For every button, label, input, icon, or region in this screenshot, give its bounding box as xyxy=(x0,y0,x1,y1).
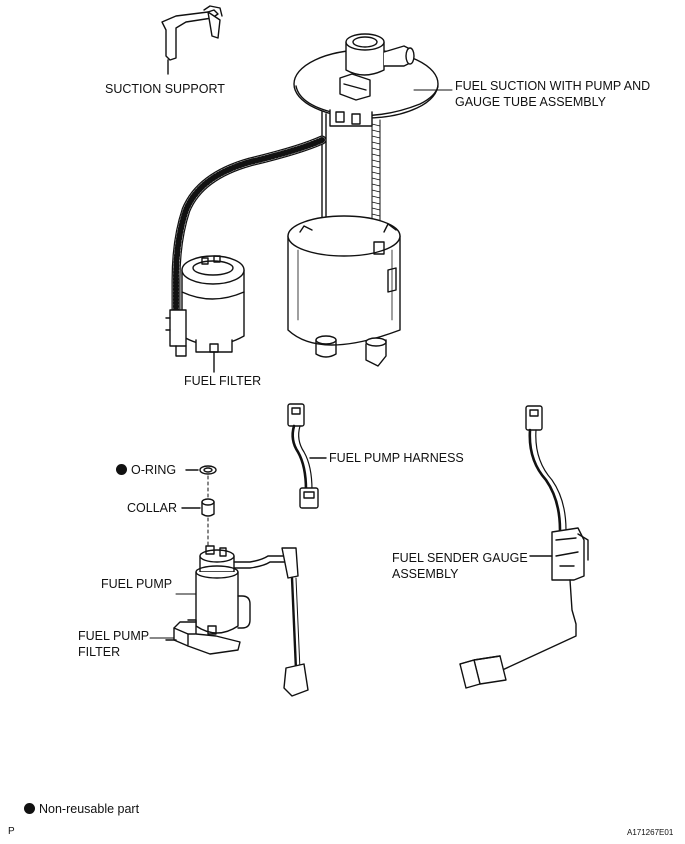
label-fuel-sender-line1: FUEL SENDER GAUGE xyxy=(392,551,528,565)
label-fuel-pump-filter-line1: FUEL PUMP xyxy=(78,629,150,643)
label-fuel-pump-filter-line2: FILTER xyxy=(78,645,121,659)
fuel-suction-assembly-part xyxy=(287,33,439,367)
label-fuel-suction-line1: FUEL SUCTION WITH PUMP AND xyxy=(455,79,651,93)
label-o-ring-text: O-RING xyxy=(131,463,177,477)
leader-lines xyxy=(149,89,453,639)
fuel-hose-part xyxy=(171,135,327,315)
figure-code: A171267E01 xyxy=(627,828,674,837)
collar-part xyxy=(181,498,215,517)
label-fuel-pump: FUEL PUMP xyxy=(101,577,173,591)
legend-filled-circle-icon xyxy=(24,803,35,814)
page-mark: P xyxy=(8,826,15,837)
fuel-sender-gauge-part xyxy=(459,405,589,689)
suction-support-part xyxy=(161,5,223,75)
legend-text: Non-reusable part xyxy=(39,802,140,816)
fuel-filter-part xyxy=(165,255,245,373)
label-o-ring: O-RING xyxy=(116,462,176,479)
label-suction-support: SUCTION SUPPORT xyxy=(105,82,225,96)
label-collar: COLLAR xyxy=(127,501,178,515)
label-fuel-sender-line2: ASSEMBLY xyxy=(392,567,459,581)
legend: Non-reusable part xyxy=(24,801,139,818)
non-reusable-marker-icon xyxy=(116,464,127,475)
fuel-pump-harness-part xyxy=(287,403,327,509)
fuel-pump-filter-part xyxy=(165,619,241,655)
label-fuel-filter: FUEL FILTER xyxy=(184,374,262,388)
label-fuel-pump-harness: FUEL PUMP HARNESS xyxy=(329,451,464,465)
o-ring-part xyxy=(185,465,217,475)
fuel-pump-part xyxy=(195,545,309,697)
label-fuel-suction-line2: GAUGE TUBE ASSEMBLY xyxy=(455,95,606,109)
